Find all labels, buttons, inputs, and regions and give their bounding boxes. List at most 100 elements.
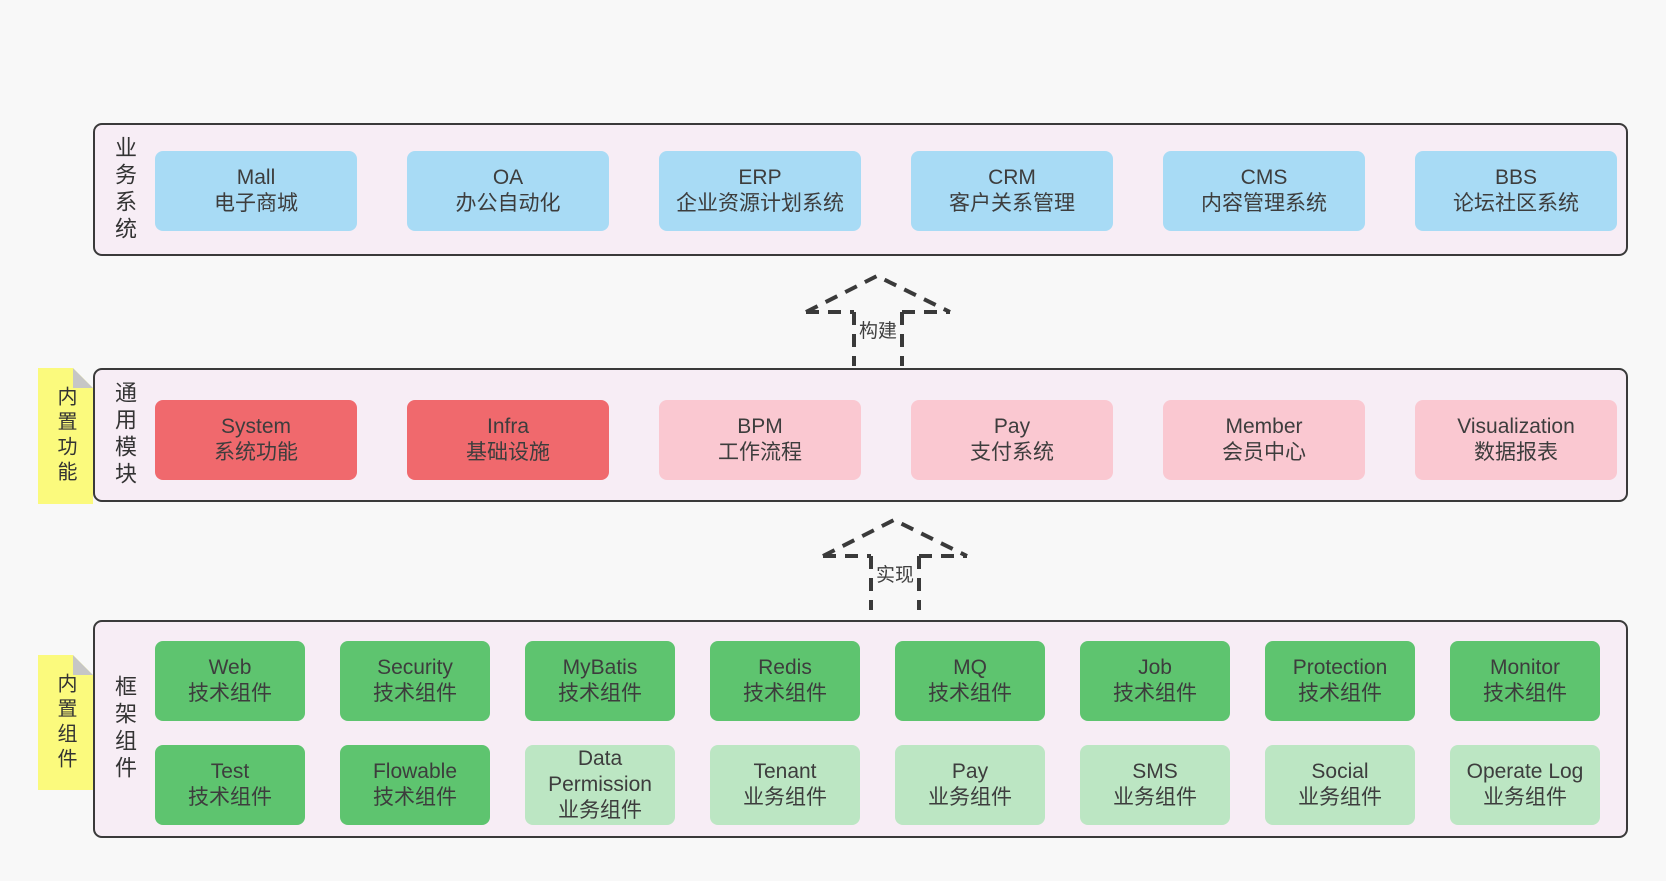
sticky-note-label: 内置功能: [54, 386, 76, 486]
node-desc: 技术组件: [1113, 682, 1197, 705]
up-block-arrow-icon: [822, 517, 968, 610]
node-desc: 技术组件: [743, 682, 827, 705]
node-desc: 技术组件: [188, 682, 272, 705]
band-label-common-modules: 通用模块: [112, 381, 137, 489]
node-mq: MQ 技术组件: [895, 641, 1045, 721]
sticky-note-built-in-features: 内置功能: [38, 368, 93, 504]
node-sms: SMS 业务组件: [1080, 745, 1230, 825]
node-bbs: BBS 论坛社区系统: [1415, 151, 1617, 231]
node-job: Job 技术组件: [1080, 641, 1230, 721]
framework-row-1: Web 技术组件 Security 技术组件 MyBatis 技术组件 Redi…: [155, 641, 1600, 721]
node-name: Security: [377, 655, 453, 679]
node-name: Pay: [993, 414, 1031, 438]
node-name: Tenant: [753, 759, 817, 783]
node-desc: 技术组件: [373, 786, 457, 809]
build-arrow: 构建: [803, 272, 953, 368]
node-name: BBS: [1494, 165, 1538, 189]
node-desc: 数据报表: [1474, 441, 1558, 464]
node-desc: 内容管理系统: [1201, 192, 1327, 215]
node-desc: 办公自动化: [455, 192, 561, 215]
node-name: Pay: [951, 759, 989, 783]
business-systems-row: Mall 电子商城 OA 办公自动化 ERP 企业资源计划系统 CRM 客户关系…: [155, 151, 1617, 231]
node-name: Job: [1138, 655, 1172, 679]
node-redis: Redis 技术组件: [710, 641, 860, 721]
node-desc: 业务组件: [1113, 786, 1197, 809]
node-crm: CRM 客户关系管理: [911, 151, 1113, 231]
node-name: Member: [1225, 414, 1303, 438]
node-desc: 技术组件: [188, 786, 272, 809]
band-common-modules: 通用模块 System 系统功能 Infra 基础设施 BPM 工作流程 Pay…: [93, 368, 1628, 502]
build-arrow-label: 构建: [856, 316, 900, 343]
node-web: Web 技术组件: [155, 641, 305, 721]
node-flowable: Flowable 技术组件: [340, 745, 490, 825]
node-member: Member 会员中心: [1163, 400, 1365, 480]
node-name: System: [220, 414, 291, 438]
node-name: CRM: [988, 165, 1036, 189]
band-label-framework-components: 框架组件: [112, 675, 137, 783]
node-name: Social: [1311, 759, 1369, 783]
node-desc: 论坛社区系统: [1453, 192, 1579, 215]
node-desc: 企业资源计划系统: [676, 192, 844, 215]
node-infra: Infra 基础设施: [407, 400, 609, 480]
node-bpm: BPM 工作流程: [659, 400, 861, 480]
node-name: CMS: [1240, 165, 1288, 189]
node-pay-component: Pay 业务组件: [895, 745, 1045, 825]
node-desc: 基础设施: [466, 441, 550, 464]
node-desc: 支付系统: [970, 441, 1054, 464]
node-name: Flowable: [372, 759, 458, 783]
node-name: SMS: [1132, 759, 1178, 783]
node-test: Test 技术组件: [155, 745, 305, 825]
band-framework-components: 框架组件 Web 技术组件 Security 技术组件 MyBatis 技术组件…: [93, 620, 1628, 838]
node-desc: 技术组件: [558, 682, 642, 705]
node-name: Monitor: [1489, 655, 1561, 679]
node-desc: 技术组件: [928, 682, 1012, 705]
node-name: OA: [492, 165, 524, 189]
node-social: Social 业务组件: [1265, 745, 1415, 825]
node-desc: 业务组件: [1483, 786, 1567, 809]
node-name: Operate Log: [1466, 759, 1584, 783]
node-erp: ERP 企业资源计划系统: [659, 151, 861, 231]
band-business-systems: 业务系统 Mall 电子商城 OA 办公自动化 ERP 企业资源计划系统 CRM…: [93, 123, 1628, 256]
node-mybatis: MyBatis 技术组件: [525, 641, 675, 721]
node-desc: 业务组件: [928, 786, 1012, 809]
node-visualization: Visualization 数据报表: [1415, 400, 1617, 480]
node-name: Infra: [486, 414, 530, 438]
node-desc: 业务组件: [1298, 786, 1382, 809]
node-name: Data Permission: [548, 746, 652, 796]
node-desc: 电子商城: [214, 192, 298, 215]
node-name: MyBatis: [562, 655, 638, 679]
node-protection: Protection 技术组件: [1265, 641, 1415, 721]
band-label-business-systems: 业务系统: [112, 135, 137, 244]
node-name: Web: [208, 655, 252, 679]
node-data-permission: Data Permission 业务组件: [525, 745, 675, 825]
node-system: System 系统功能: [155, 400, 357, 480]
sticky-note-label: 内置组件: [54, 672, 76, 773]
node-name: Protection: [1292, 655, 1388, 679]
common-modules-row: System 系统功能 Infra 基础设施 BPM 工作流程 Pay 支付系统…: [155, 400, 1617, 480]
node-name: Visualization: [1457, 414, 1575, 438]
implement-arrow-label: 实现: [873, 560, 917, 587]
node-security: Security 技术组件: [340, 641, 490, 721]
node-desc: 业务组件: [558, 799, 642, 823]
node-name: ERP: [738, 165, 782, 189]
node-mall: Mall 电子商城: [155, 151, 357, 231]
node-name: Redis: [758, 655, 812, 679]
node-name: MQ: [953, 655, 987, 679]
folded-corner-icon: [73, 368, 93, 388]
node-name: BPM: [737, 414, 783, 438]
node-desc: 技术组件: [373, 682, 457, 705]
node-cms: CMS 内容管理系统: [1163, 151, 1365, 231]
up-block-arrow-icon: [805, 273, 951, 366]
node-desc: 技术组件: [1483, 682, 1567, 705]
node-tenant: Tenant 业务组件: [710, 745, 860, 825]
sticky-note-built-in-components: 内置组件: [38, 655, 93, 790]
implement-arrow: 实现: [820, 516, 970, 612]
folded-corner-icon: [73, 655, 93, 675]
framework-row-2: Test 技术组件 Flowable 技术组件 Data Permission …: [155, 745, 1600, 825]
node-desc: 客户关系管理: [949, 192, 1075, 215]
node-pay-module: Pay 支付系统: [911, 400, 1113, 480]
node-desc: 会员中心: [1222, 441, 1306, 464]
node-desc: 工作流程: [718, 441, 802, 464]
node-name: Test: [210, 759, 250, 783]
node-desc: 业务组件: [743, 786, 827, 809]
